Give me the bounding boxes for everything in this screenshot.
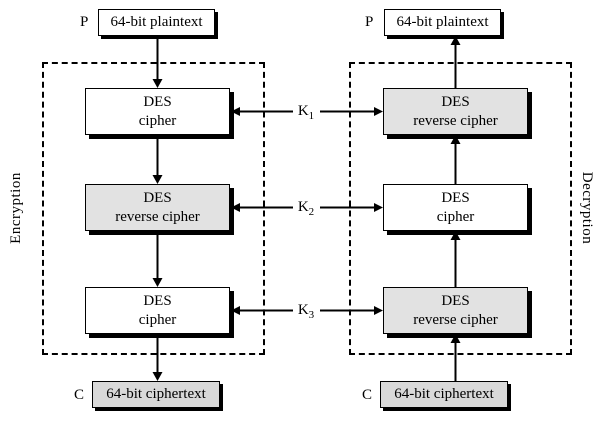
c-letter-left: C (74, 387, 85, 403)
stage-label-line1: DES (441, 189, 470, 206)
stage-label-line2: cipher (138, 311, 177, 328)
key-1-label: K1 (293, 102, 319, 122)
key-2-label: K2 (293, 198, 319, 218)
key-letter: K (297, 103, 309, 119)
decryption-stage-3-box: DES reverse cipher (383, 287, 528, 334)
key-3-label: K3 (293, 301, 319, 321)
stage-label-line2: cipher (436, 208, 475, 225)
decryption-side-label: Decryption (579, 171, 595, 245)
encryption-dashed-border (42, 62, 265, 355)
stage-label-line2: reverse cipher (413, 311, 498, 328)
ciphertext-box-left: 64-bit ciphertext (92, 381, 220, 408)
stage-label-line1: DES (143, 93, 172, 110)
stage-label-line2: cipher (138, 112, 177, 129)
stage-label-line1: DES (441, 93, 470, 110)
plaintext-box-left: 64-bit plaintext (98, 9, 215, 36)
key-subscript: 1 (308, 110, 315, 122)
stage-label-line1: DES (143, 189, 172, 206)
c-letter-right: C (362, 387, 373, 403)
encryption-side-label: Encryption (8, 172, 24, 244)
key-subscript: 3 (308, 309, 315, 321)
stage-label-line2: reverse cipher (115, 208, 200, 225)
encryption-stage-1-box: DES cipher (85, 88, 230, 135)
p-letter-left: P (80, 14, 89, 30)
decryption-dashed-border (349, 62, 572, 355)
key-letter: K (297, 302, 309, 318)
key-letter: K (297, 199, 309, 215)
stage-label-line1: DES (441, 292, 470, 309)
decryption-stage-1-box: DES reverse cipher (383, 88, 528, 135)
encryption-stage-2-box: DES reverse cipher (85, 184, 230, 231)
encryption-stage-3-box: DES cipher (85, 287, 230, 334)
ciphertext-box-right: 64-bit ciphertext (380, 381, 508, 408)
stage-label-line1: DES (143, 292, 172, 309)
stage-label-line2: reverse cipher (413, 112, 498, 129)
key-subscript: 2 (308, 206, 315, 218)
plaintext-box-right: 64-bit plaintext (384, 9, 501, 36)
decryption-stage-2-box: DES cipher (383, 184, 528, 231)
p-letter-right: P (365, 14, 374, 30)
